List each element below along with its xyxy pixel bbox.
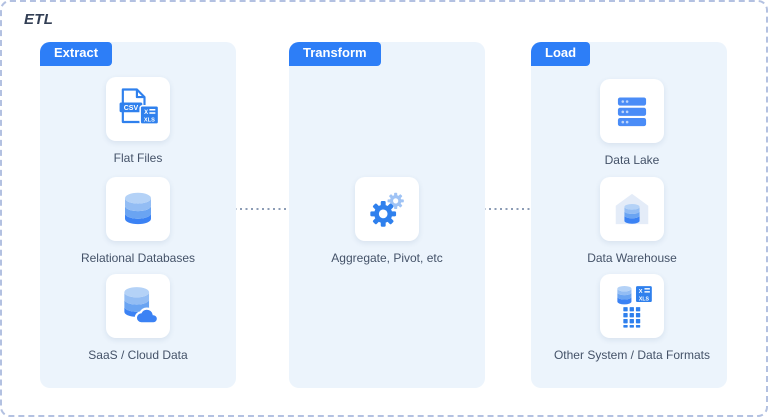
node-label: SaaS / Cloud Data [88, 348, 188, 362]
warehouse-database-icon [615, 193, 649, 225]
node-label: Relational Databases [80, 251, 196, 265]
node-data-warehouse: Data Warehouse [552, 177, 712, 266]
node-relational-databases: Relational Databases [58, 177, 218, 266]
saas-cloud-data-card [106, 274, 170, 338]
node-other-system-data-formats: X XLS Other System / Data Formats [552, 274, 712, 363]
svg-text:X: X [144, 110, 148, 116]
flat-files-card: CSV X XLS [106, 77, 170, 141]
data-lake-card [600, 79, 664, 143]
diagram-title: ETL [24, 11, 54, 28]
database-icon [125, 192, 151, 225]
transform-card [355, 177, 419, 241]
node-aggregate-pivot: Aggregate, Pivot, etc [307, 177, 467, 266]
gears-icon [370, 192, 404, 227]
node-saas-cloud-data: SaaS / Cloud Data [58, 274, 218, 363]
node-label: Flat Files [113, 151, 163, 165]
node-flat-files: CSV X XLS Flat Files [58, 77, 218, 166]
server-stack-icon [617, 97, 647, 127]
transform-badge: Transform [289, 42, 381, 66]
flat-files-icon: CSV X XLS [119, 88, 160, 125]
node-label: Data Lake [604, 153, 660, 167]
cloud-database-icon [124, 287, 160, 325]
node-label: Other System / Data Formats [553, 348, 711, 362]
data-warehouse-card [600, 177, 664, 241]
node-data-lake: Data Lake [552, 79, 712, 168]
relational-databases-card [106, 177, 170, 241]
node-label: Aggregate, Pivot, etc [331, 251, 443, 265]
mixed-formats-icon: X XLS [617, 284, 654, 328]
svg-text:X: X [639, 289, 643, 295]
other-system-card: X XLS [600, 274, 664, 338]
load-badge: Load [531, 42, 591, 66]
node-label: Data Warehouse [587, 251, 677, 265]
svg-text:CSV: CSV [124, 105, 139, 112]
svg-text:XLS: XLS [144, 117, 155, 123]
extract-badge: Extract [40, 42, 113, 66]
svg-text:XLS: XLS [639, 297, 650, 303]
